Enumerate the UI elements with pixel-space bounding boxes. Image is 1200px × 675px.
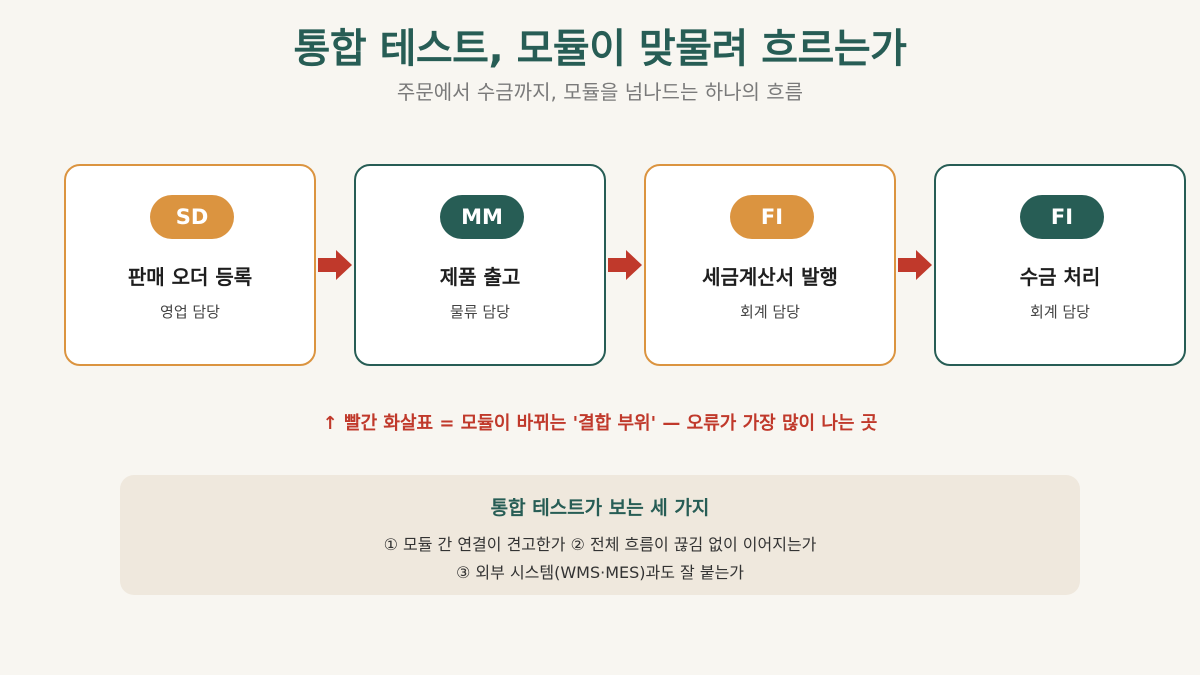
panel-title: 통합 테스트가 보는 세 가지: [490, 497, 710, 519]
page-subtitle: 주문에서 수금까지, 모듈을 넘나드는 하나의 흐름: [396, 80, 804, 104]
module-badge: MM: [440, 195, 524, 239]
step-name: 수금 처리: [1019, 265, 1101, 289]
panel-line-2: ③ 외부 시스템(WMS·MES)과도 잘 붙는가: [455, 563, 745, 582]
step-card-fi-collection: FI 수금 처리 회계 담당: [934, 164, 1186, 366]
arrow-right-icon: [898, 250, 932, 280]
step-owner: 영업 담당: [160, 303, 220, 321]
module-badge: FI: [1020, 195, 1104, 239]
step-name: 제품 출고: [439, 265, 521, 289]
module-badge: FI: [730, 195, 814, 239]
process-flow: SD 판매 오더 등록 영업 담당 MM 제품 출고 물류 담당 FI 세금계산…: [64, 164, 1186, 366]
arrow-right-icon: [608, 250, 642, 280]
page-title: 통합 테스트, 모듈이 맞물려 흐르는가: [293, 26, 907, 72]
step-owner: 회계 담당: [740, 303, 800, 321]
panel-line-1: ① 모듈 간 연결이 견고한가 ② 전체 흐름이 끊김 없이 이어지는가: [383, 535, 817, 554]
step-card-fi-invoice: FI 세금계산서 발행 회계 담당: [644, 164, 896, 366]
module-badge: SD: [150, 195, 234, 239]
step-card-mm-shipment: MM 제품 출고 물류 담당: [354, 164, 606, 366]
step-name: 판매 오더 등록: [127, 265, 253, 289]
step-owner: 물류 담당: [450, 303, 510, 321]
summary-panel: 통합 테스트가 보는 세 가지 ① 모듈 간 연결이 견고한가 ② 전체 흐름이…: [120, 475, 1080, 595]
arrow-right-icon: [318, 250, 352, 280]
step-name: 세금계산서 발행: [702, 265, 838, 289]
step-card-sd-order: SD 판매 오더 등록 영업 담당: [64, 164, 316, 366]
arrow-legend-note: ↑ 빨간 화살표 = 모듈이 바뀌는 '결합 부위' — 오류가 가장 많이 나…: [322, 413, 878, 434]
step-owner: 회계 담당: [1030, 303, 1090, 321]
